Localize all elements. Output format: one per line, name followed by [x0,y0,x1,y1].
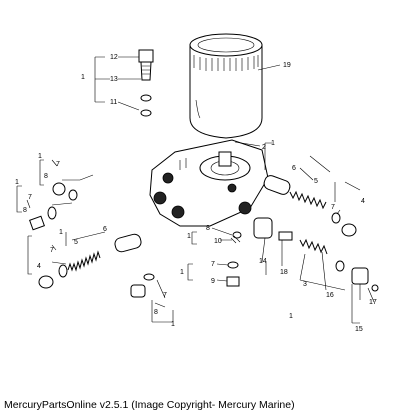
callout-7: 7 [211,261,215,268]
callout-8: 8 [44,173,48,180]
callout-7: 7 [163,292,167,299]
callout-8: 8 [206,225,210,232]
callout-16: 16 [326,292,334,299]
callout-11: 11 [110,99,117,106]
callout-1: 1 [38,153,42,160]
callout-12: 12 [110,54,118,61]
callout-6: 6 [292,165,296,172]
callout-6: 6 [103,226,107,233]
callout-1: 1 [81,74,85,81]
callout-7: 7 [50,247,54,254]
copyright-caption: MercuryPartsOnline v2.5.1 (Image Copyrig… [4,399,295,411]
callout-5: 5 [314,178,318,185]
callout-8: 8 [23,207,27,214]
callout-19: 19 [283,62,291,69]
leader-lines [16,56,375,324]
callout-15: 15 [355,326,363,333]
callout-13: 13 [110,76,118,83]
callout-8: 8 [154,309,158,316]
callout-1: 1 [180,269,184,276]
callout-3: 3 [303,281,307,288]
callout-labels: 1 12 13 11 19 2 1 7 8 1 8 7 1 5 6 7 4 1 … [15,54,377,333]
spring-valve-right-upper [263,175,357,237]
callout-4: 4 [361,198,365,205]
drain-plug-assembly-top [138,49,154,117]
callout-7: 7 [56,161,60,168]
callout-18: 18 [280,269,288,276]
plug-left-upper [52,182,78,201]
callout-2: 2 [262,144,266,151]
callout-1: 1 [271,140,275,147]
filter-adapter-housing [149,139,269,227]
spring-valve-left [38,233,142,289]
callout-14: 14 [259,258,267,265]
callout-1: 1 [289,313,293,320]
plug-left-middle [29,206,57,231]
callout-1: 1 [187,233,191,240]
callout-1: 1 [15,179,19,186]
oil-filter-part [189,33,263,139]
callout-1: 1 [59,229,63,236]
callout-9: 9 [211,278,215,285]
callout-4: 4 [37,263,41,270]
callout-10: 10 [214,238,222,245]
callout-1: 1 [171,321,175,328]
callout-5: 5 [74,239,78,246]
sensor-right-lower [351,267,379,300]
plug-bottom [130,273,155,298]
callout-17: 17 [369,299,377,306]
valve-right-middle [253,217,345,272]
callout-7: 7 [28,194,32,201]
callout-7: 7 [331,204,335,211]
